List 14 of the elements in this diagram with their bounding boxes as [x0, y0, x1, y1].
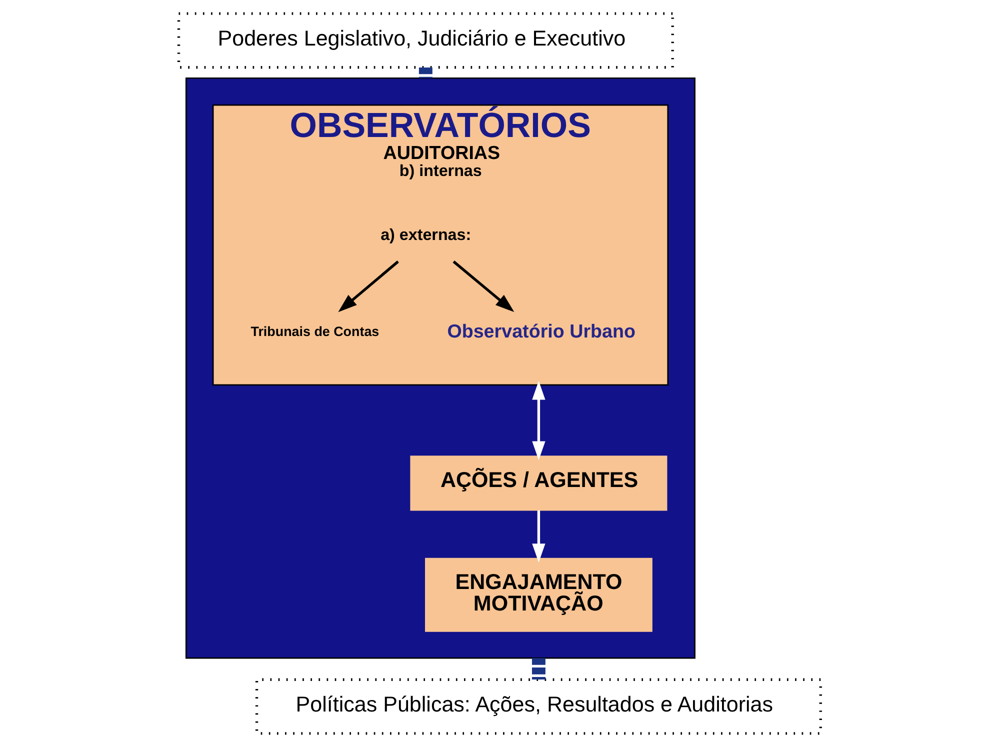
- arrow: [532, 380, 546, 460]
- node-box: Poderes Legislativo, Judiciário e Executivo: [177, 12, 674, 69]
- connector: [418, 68, 432, 78]
- connector: [532, 658, 546, 680]
- cluster: [185, 77, 696, 659]
- node-text: Observatório Urbano: [447, 320, 636, 342]
- node-box: Políticas Públicas: Ações, Resultados e Auditorias: [255, 678, 822, 735]
- node-box: AÇÕES / AGENTES: [410, 456, 668, 511]
- arrow: [532, 510, 546, 562]
- node-text: a) externas:: [380, 226, 472, 244]
- arrow: [452, 260, 514, 312]
- node-box: ENGAJAMENTO MOTIVAÇÃO: [425, 558, 652, 632]
- arrow: [338, 260, 399, 312]
- node-text: Tribunais de Contas: [250, 324, 380, 339]
